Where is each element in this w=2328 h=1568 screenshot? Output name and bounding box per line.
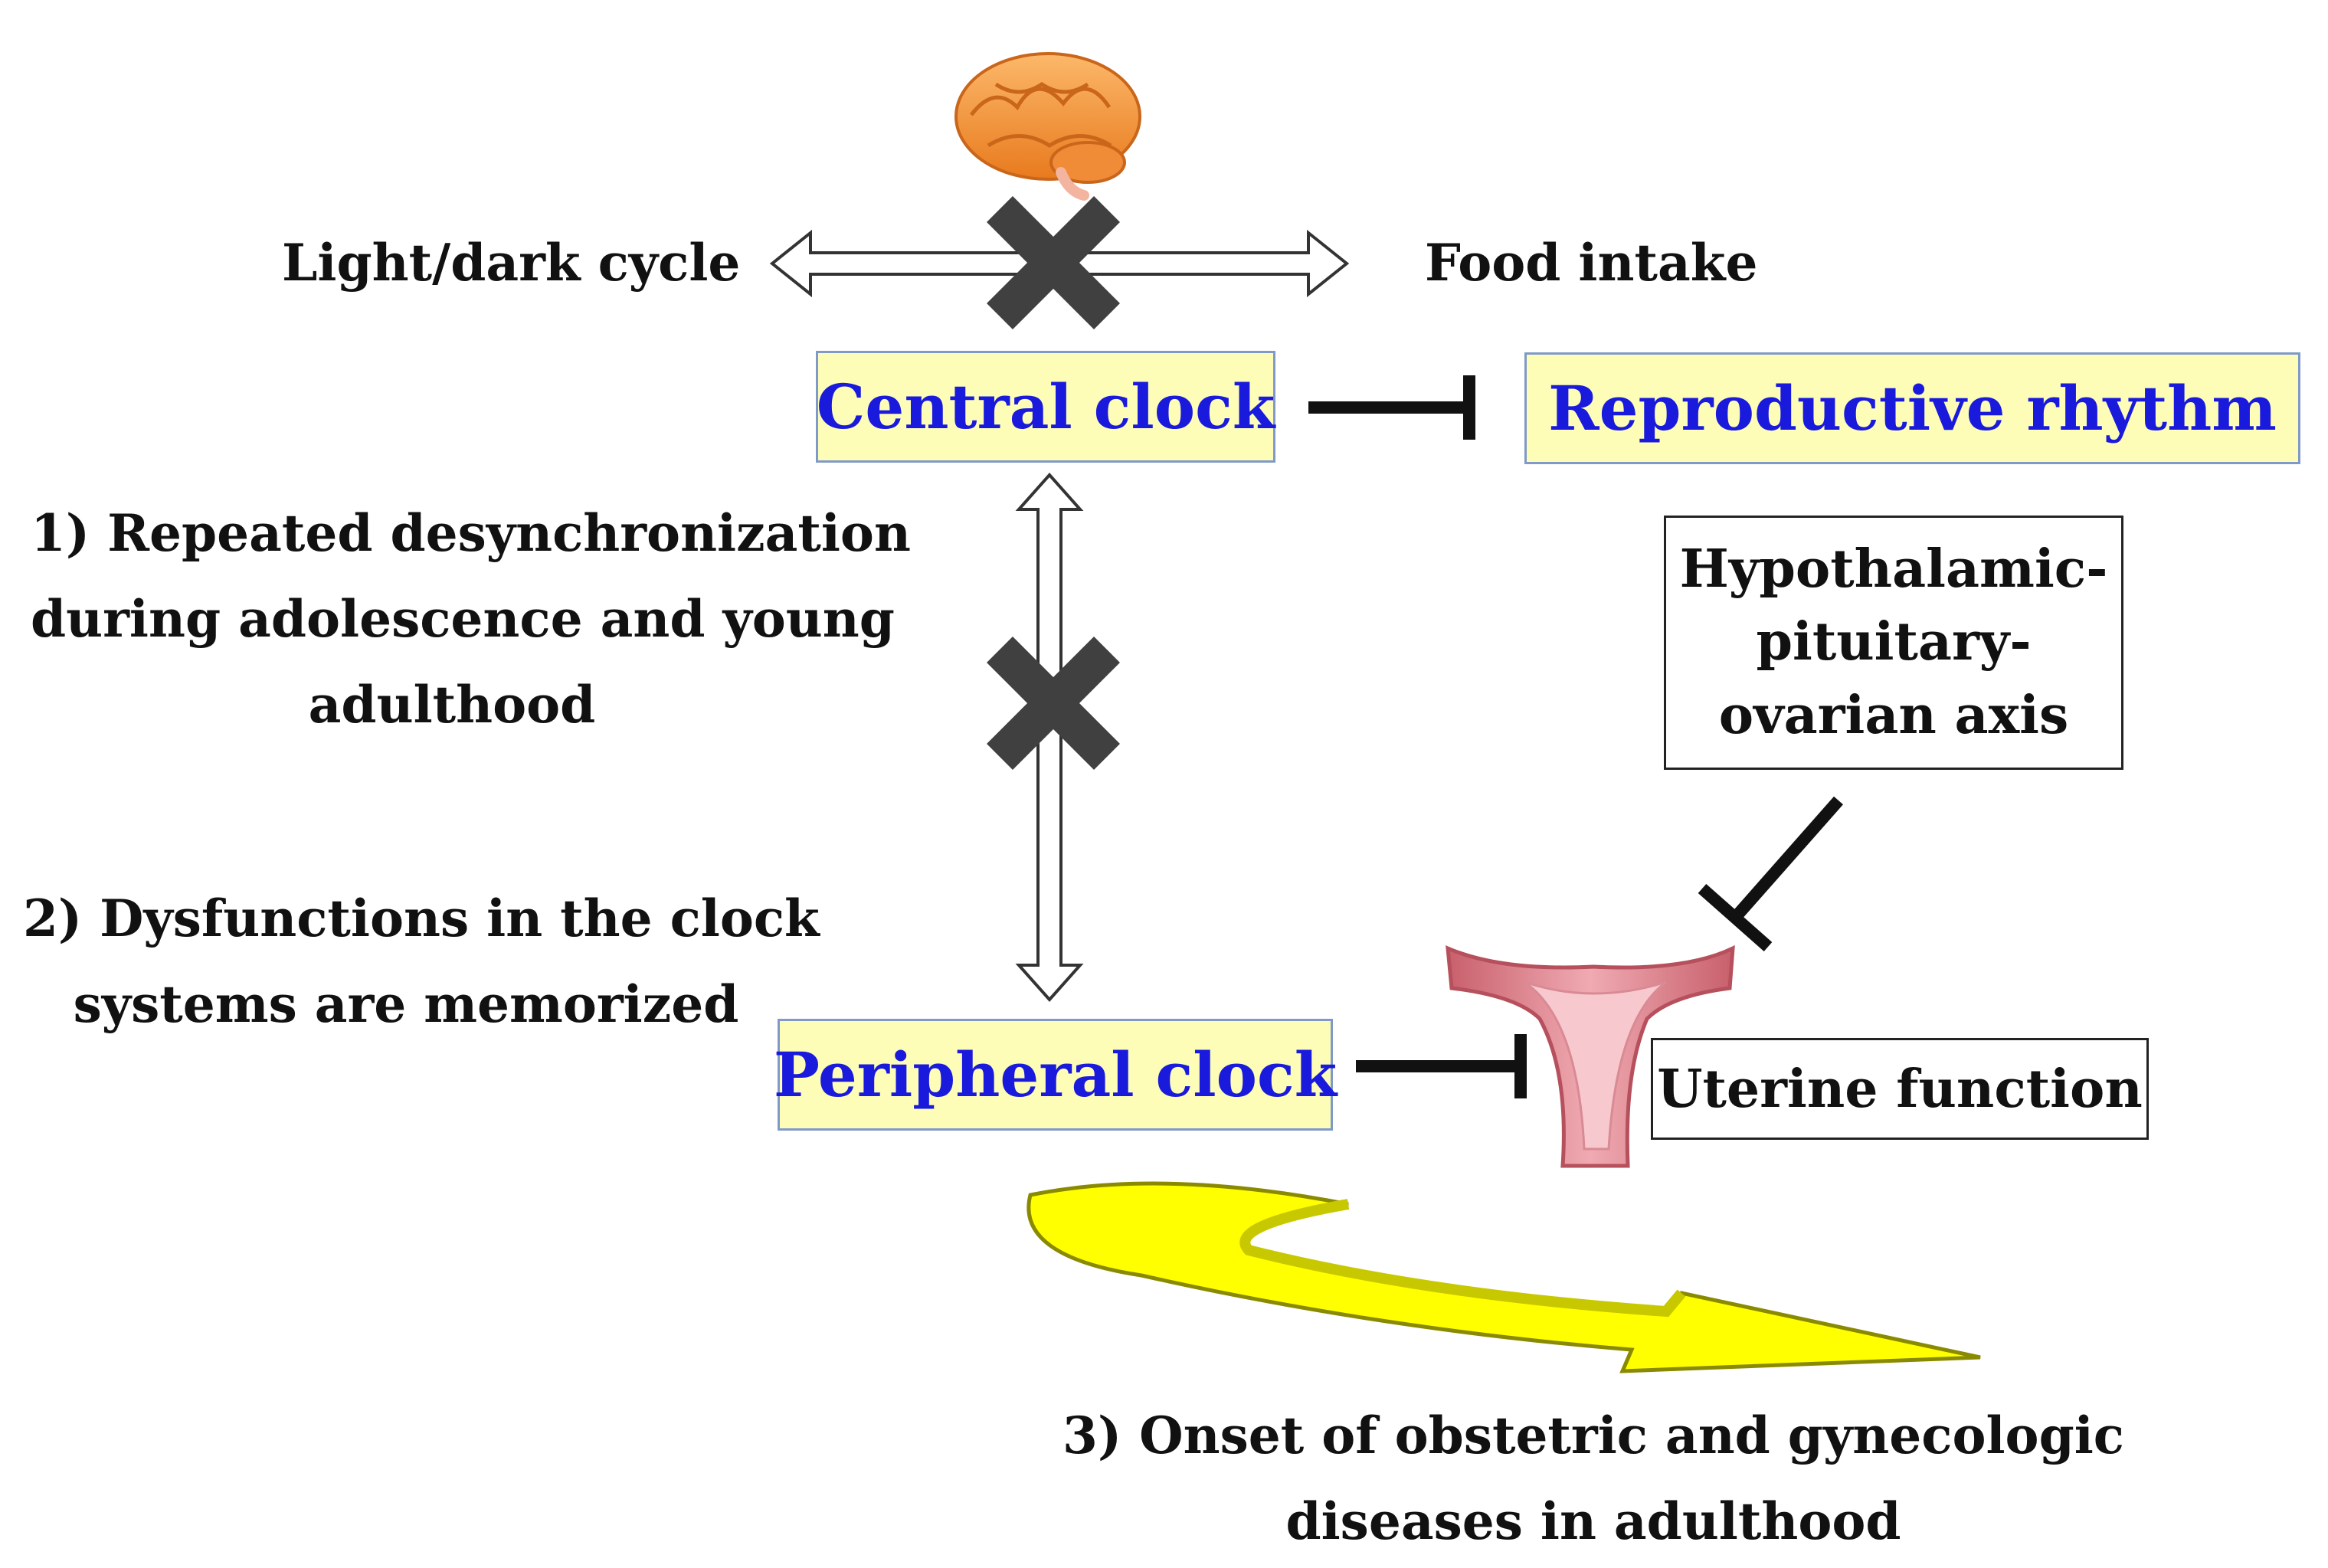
hpo-axis-line-1: Hypothalamic-: [1679, 538, 2108, 601]
note2-line-1: 2) Dysfunctions in the clock: [23, 889, 820, 948]
note2-line-2: systems are memorized: [73, 974, 739, 1035]
hpo-axis-line-2: pituitary-: [1756, 611, 2032, 673]
note-dysfunctions-memorized: 2) Dysfunctions in the clock systems are…: [23, 876, 820, 1047]
note1-line-1: 1) Repeated desynchronization: [31, 503, 911, 563]
vertical-double-arrow: [1015, 472, 1084, 1003]
central-clock-box: Central clock: [816, 351, 1275, 463]
peripheral-clock-box: Peripheral clock: [774, 1019, 1337, 1131]
note-repeated-desynchronization: 1) Repeated desynchronization during ado…: [31, 490, 911, 748]
inhibition-arrow-central: [1308, 375, 1475, 440]
inhibition-arrow-peripheral: [1356, 1034, 1527, 1098]
note1-line-3: adulthood: [308, 675, 596, 735]
inhibition-arrow-hpo: [1698, 796, 1843, 951]
hpo-axis-box: Hypothalamic- pituitary- ovarian axis: [1664, 516, 2123, 770]
brain-icon: [954, 52, 1141, 201]
uterine-function-box: Uterine function: [1651, 1038, 2149, 1140]
note1-line-2: during adolescence and young: [31, 589, 895, 650]
note3-line-1: 3) Onset of obstetric and gynecologic: [1062, 1406, 2124, 1465]
curved-arrow: [1026, 1181, 1981, 1373]
hpo-axis-line-3: ovarian axis: [1718, 684, 2069, 746]
light-dark-cycle-label: Light/dark cycle: [282, 233, 741, 293]
uterus-icon: [1446, 944, 1735, 1168]
note-onset-of-diseases: 3) Onset of obstetric and gynecologic di…: [1057, 1393, 2130, 1564]
cross-mark-icon: [987, 637, 1120, 770]
food-intake-label: Food intake: [1425, 233, 1758, 293]
reproductive-rhythm-box: Reproductive rhythm: [1524, 352, 2300, 464]
note3-line-2: diseases in adulthood: [1285, 1491, 1901, 1552]
cross-mark-icon: [987, 196, 1120, 329]
